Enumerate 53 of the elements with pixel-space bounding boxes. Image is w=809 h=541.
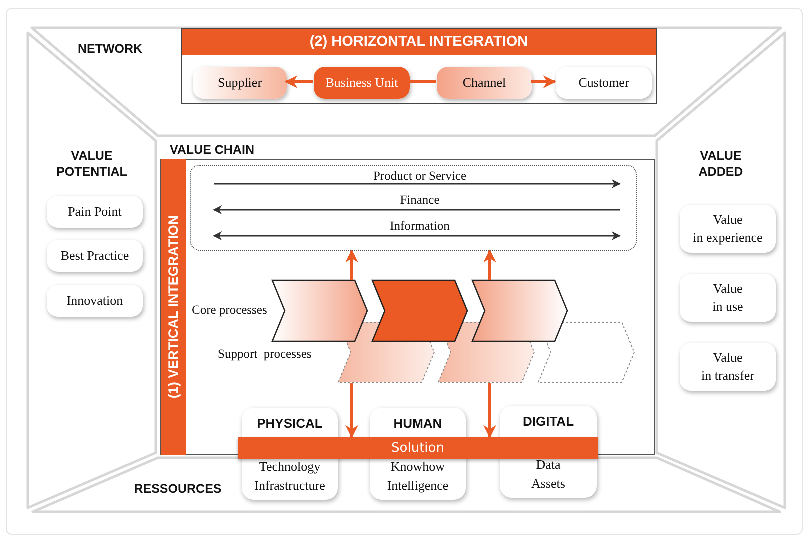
box-label: Best Practice <box>60 247 130 265</box>
box-label: Value in use <box>712 280 744 316</box>
rounded-box <box>437 67 532 99</box>
rounded-box <box>556 67 652 99</box>
dotted-box <box>190 165 637 251</box>
chevron-shape <box>338 322 435 383</box>
flow-label: Finance <box>400 192 440 209</box>
connector-arrow <box>484 250 496 280</box>
flow-label: Information <box>390 218 450 235</box>
panel-heading: VALUE CHAIN <box>170 142 254 158</box>
rounded-box <box>314 67 410 99</box>
rounded-box <box>47 285 143 317</box>
band-heading: VALUE ADDED <box>698 148 744 180</box>
rounded-box <box>680 343 776 391</box>
connector-arrow <box>346 383 358 438</box>
connector-arrow <box>284 76 313 88</box>
box-label: Pain Point <box>68 203 122 221</box>
connector-arrow <box>531 76 556 88</box>
card-heading: HUMAN <box>392 416 444 433</box>
solution-bar <box>238 437 598 459</box>
integration-panel <box>181 28 657 104</box>
banner-label: (1) VERTICAL INTEGRATION <box>164 215 182 399</box>
box-label: Value in experience <box>693 211 763 247</box>
card-heading: PHYSICAL <box>256 416 324 433</box>
card-text: Data Assets <box>530 456 566 493</box>
box-label: Value in transfer <box>701 349 755 385</box>
box-label: Innovation <box>66 292 124 310</box>
rounded-box <box>193 67 287 99</box>
band-heading: NETWORK <box>78 41 144 58</box>
chevron-shape <box>538 322 635 383</box>
band-heading: RESSOURCES <box>133 481 223 498</box>
rounded-box <box>47 196 143 228</box>
connector-arrow <box>346 250 358 280</box>
vertical-banner <box>161 159 186 455</box>
process-label: Core processes <box>192 302 268 319</box>
band-heading: VALUE POTENTIAL <box>56 148 128 180</box>
panel-header: (2) HORIZONTAL INTEGRATION <box>182 29 656 55</box>
rounded-box <box>680 274 776 322</box>
card-text: Knowhow Intelligence <box>386 458 450 495</box>
box-label: Supplier <box>218 74 262 92</box>
bar-label: Solution <box>392 440 444 456</box>
chevron-shape <box>438 322 535 383</box>
process-label: Support processes <box>218 346 312 363</box>
rounded-box <box>680 205 776 253</box>
box-label: Customer <box>578 74 630 92</box>
connector-arrow <box>484 383 496 438</box>
box-label: Business Unit <box>326 74 398 92</box>
card-heading: DIGITAL <box>522 414 576 431</box>
rounded-box <box>47 240 143 272</box>
flow-label: Product or Service <box>373 168 467 185</box>
card-text: Technology Infrastructure <box>254 458 326 495</box>
trapezoid-band <box>657 33 785 508</box>
box-label: Channel <box>462 74 506 92</box>
